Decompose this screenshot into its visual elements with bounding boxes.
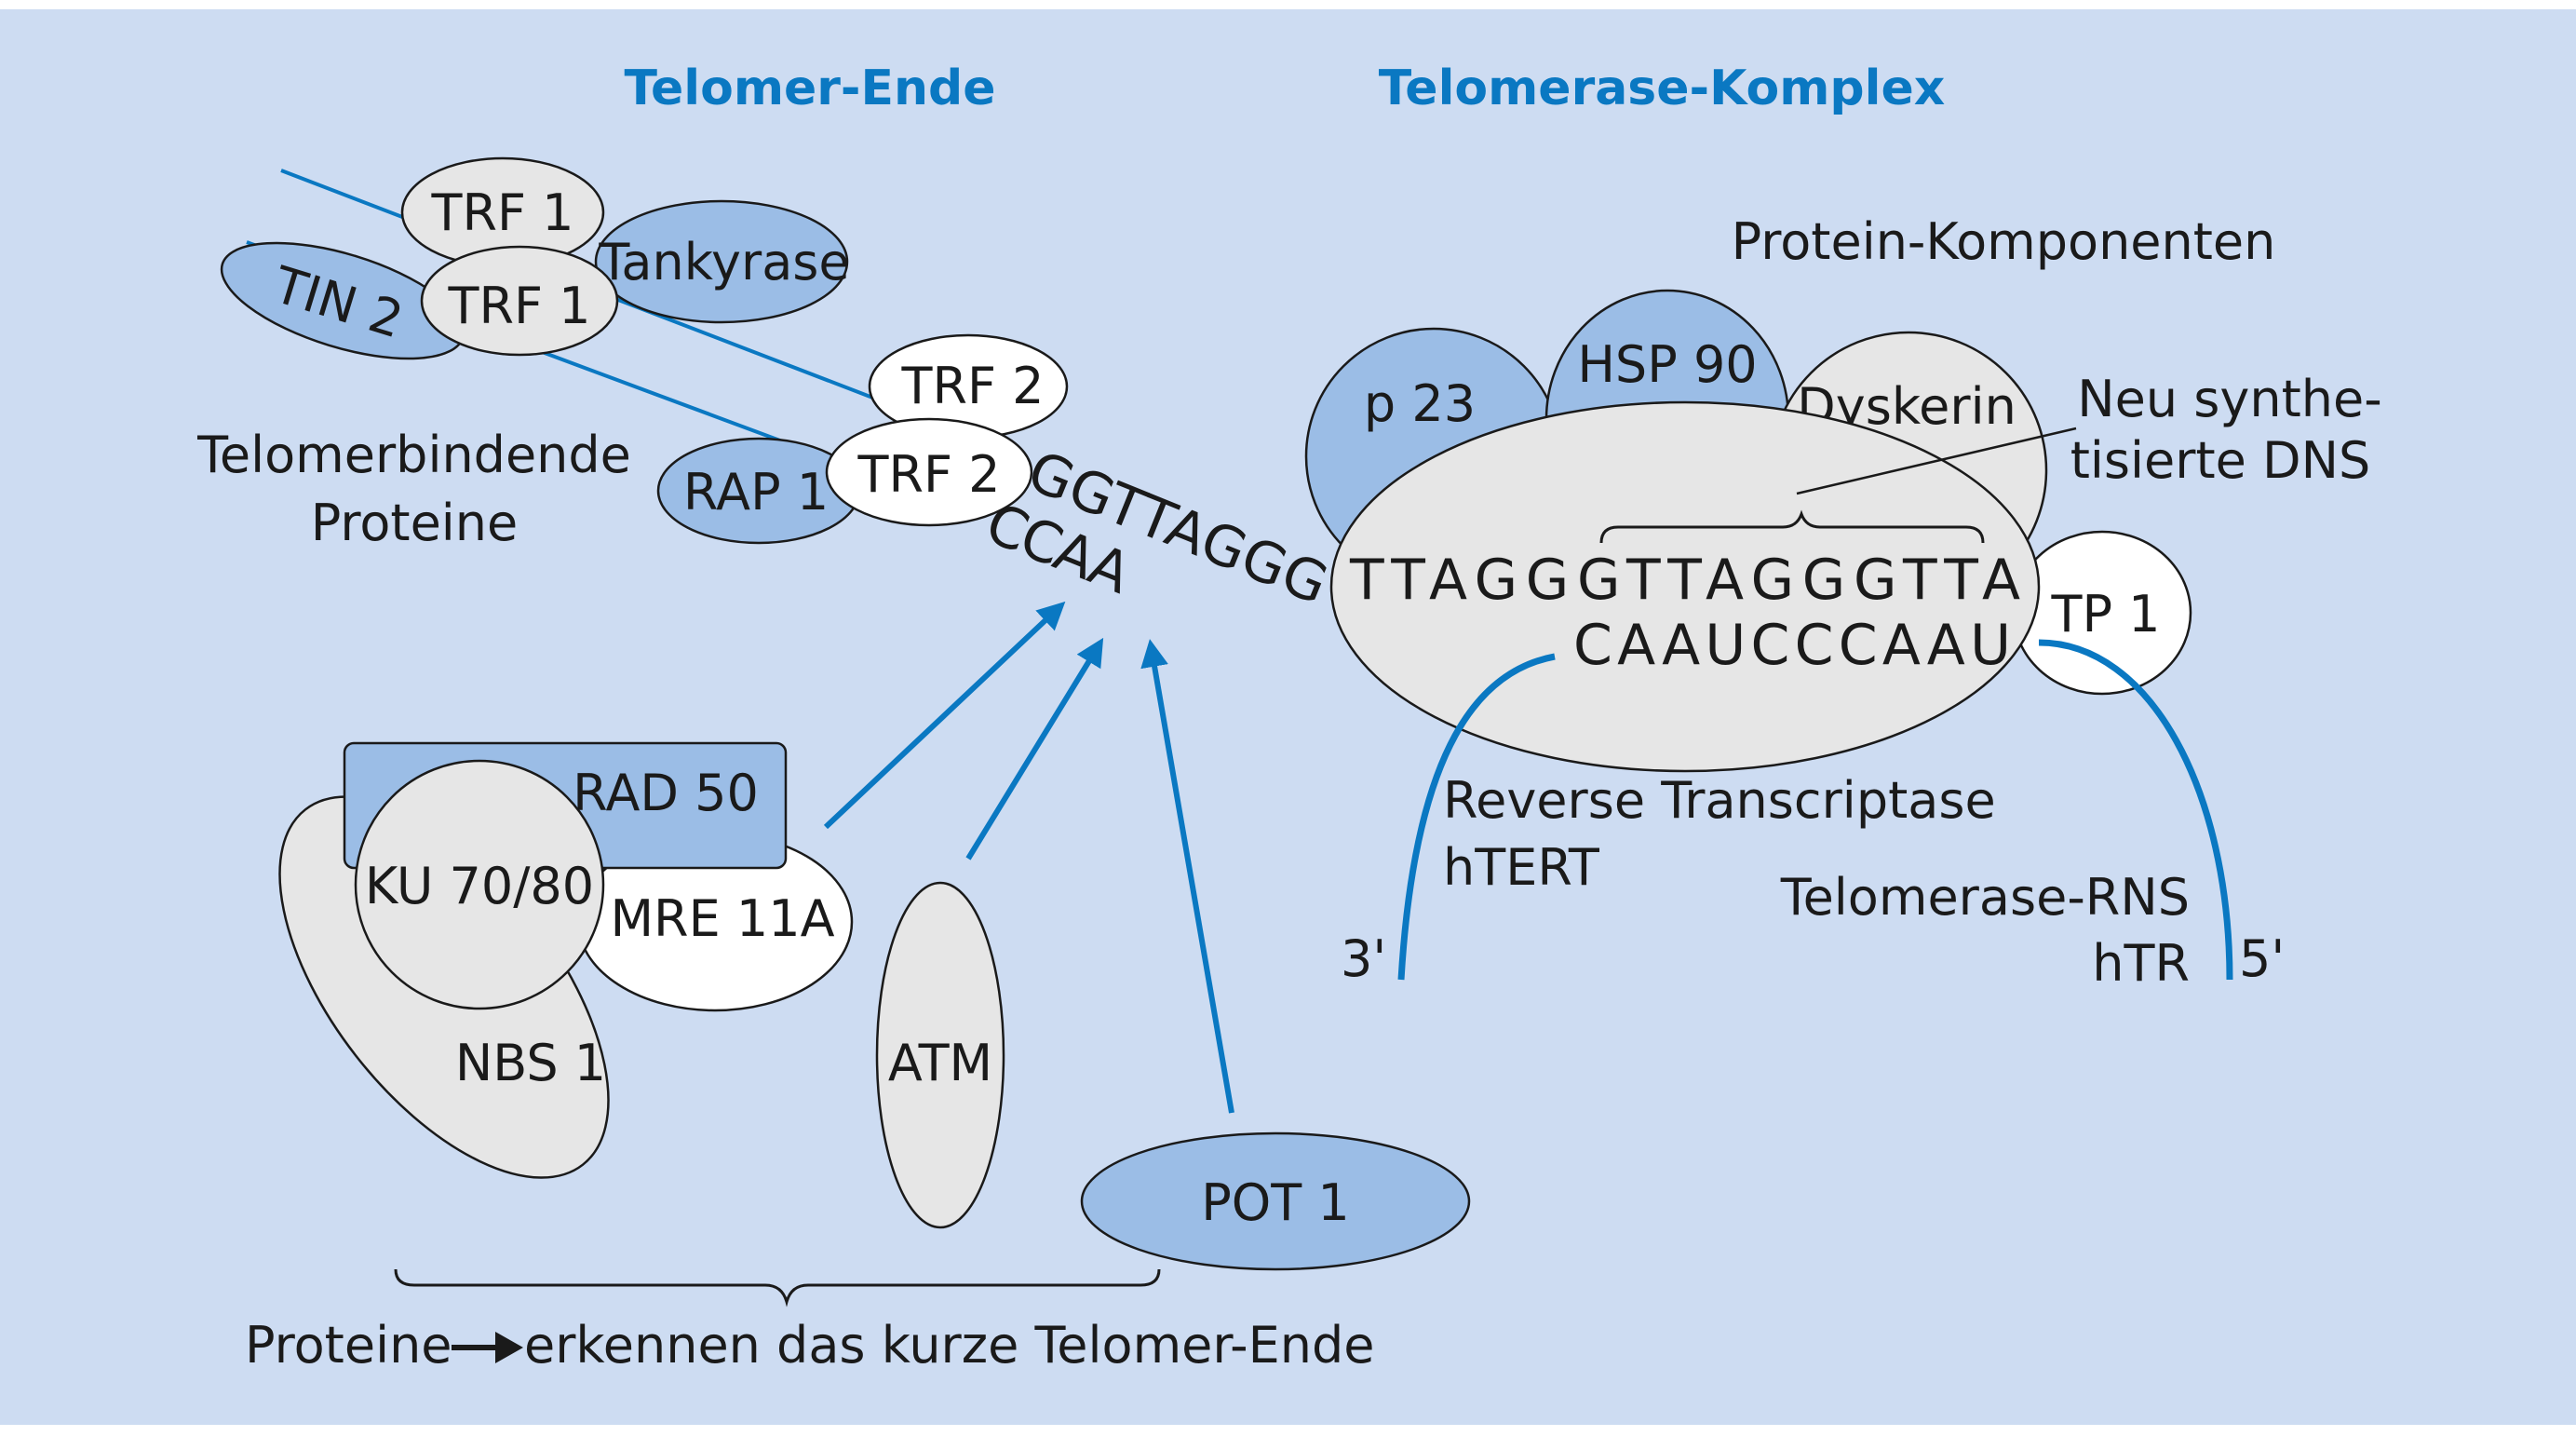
pot1-label: POT 1: [1201, 1173, 1350, 1232]
caption-arrow-icon: [452, 1332, 523, 1363]
htert-label: hTERT: [1443, 838, 1600, 897]
telomerbindende-label-line2: Proteine: [311, 494, 519, 552]
trf1-bottom-label: TRF 1: [447, 277, 590, 335]
ku7080-protein: [354, 759, 605, 1010]
ku7080-label: KU 70/80: [365, 857, 594, 915]
neu-dns-brace: [1599, 509, 1985, 544]
rad50-label: RAD 50: [573, 764, 759, 822]
trf2-bottom-protein: [825, 417, 1033, 527]
telomerase-dna-sequence: TTAGGGTTAGGGTTA: [1349, 548, 2020, 613]
tp1-label: TP 1: [2050, 585, 2160, 643]
rna-5-prime-strand: [2038, 639, 2233, 981]
reverse-transcriptase-label: Reverse Transcriptase: [1443, 771, 1996, 830]
neu-dns-pointer-line: [1796, 427, 2077, 495]
nbs1-label: NBS 1: [455, 1034, 606, 1092]
five-prime-label: 5': [2239, 929, 2285, 988]
rap1-label: RAP 1: [683, 463, 829, 522]
heading-telomerase-komplex: Telomerase-Komplex: [1379, 61, 1946, 116]
trf2-top-label: TRF 2: [900, 357, 1044, 415]
mre11a-label: MRE 11A: [610, 889, 834, 948]
heading-telomer-ende: Telomer-Ende: [624, 61, 995, 116]
telomerbindende-label-line1: Telomerbindende: [196, 426, 631, 484]
arrow-pot1-to-telomere: [1140, 639, 1234, 1114]
hsp90-label: HSP 90: [1577, 335, 1757, 394]
atm-protein: [875, 881, 1005, 1229]
neu-dns-label-line2: tisierte DNS: [2070, 431, 2371, 490]
arrow-mre-to-telomere: [823, 601, 1066, 830]
tankyrase-label: Tankyrase: [598, 233, 849, 291]
trf1-bottom-protein: [420, 245, 619, 357]
three-prime-label: 3': [1341, 929, 1386, 988]
pot1-protein: [1080, 1131, 1471, 1271]
tankyrase-protein: [594, 199, 849, 324]
protein-komponenten-label: Protein-Komponenten: [1732, 212, 2276, 271]
atm-label: ATM: [888, 1034, 992, 1092]
bottom-brace: [394, 1268, 1161, 1307]
arrow-atm-to-telomere: [965, 637, 1104, 860]
trf2-bottom-label: TRF 2: [856, 445, 1000, 504]
neu-dns-label-line1: Neu synthe-: [2077, 370, 2381, 428]
caption-erkennen: erkennen das kurze Telomer-Ende: [524, 1316, 1374, 1375]
caption-proteine: Proteine: [245, 1316, 452, 1375]
telomerase-rns-label: Telomerase-RNS: [1780, 868, 2190, 927]
htr-label: hTR: [2092, 934, 2190, 993]
p23-label: p 23: [1364, 374, 1476, 433]
rna-3-prime-strand: [1397, 653, 1556, 981]
trf1-top-label: TRF 1: [430, 183, 573, 242]
